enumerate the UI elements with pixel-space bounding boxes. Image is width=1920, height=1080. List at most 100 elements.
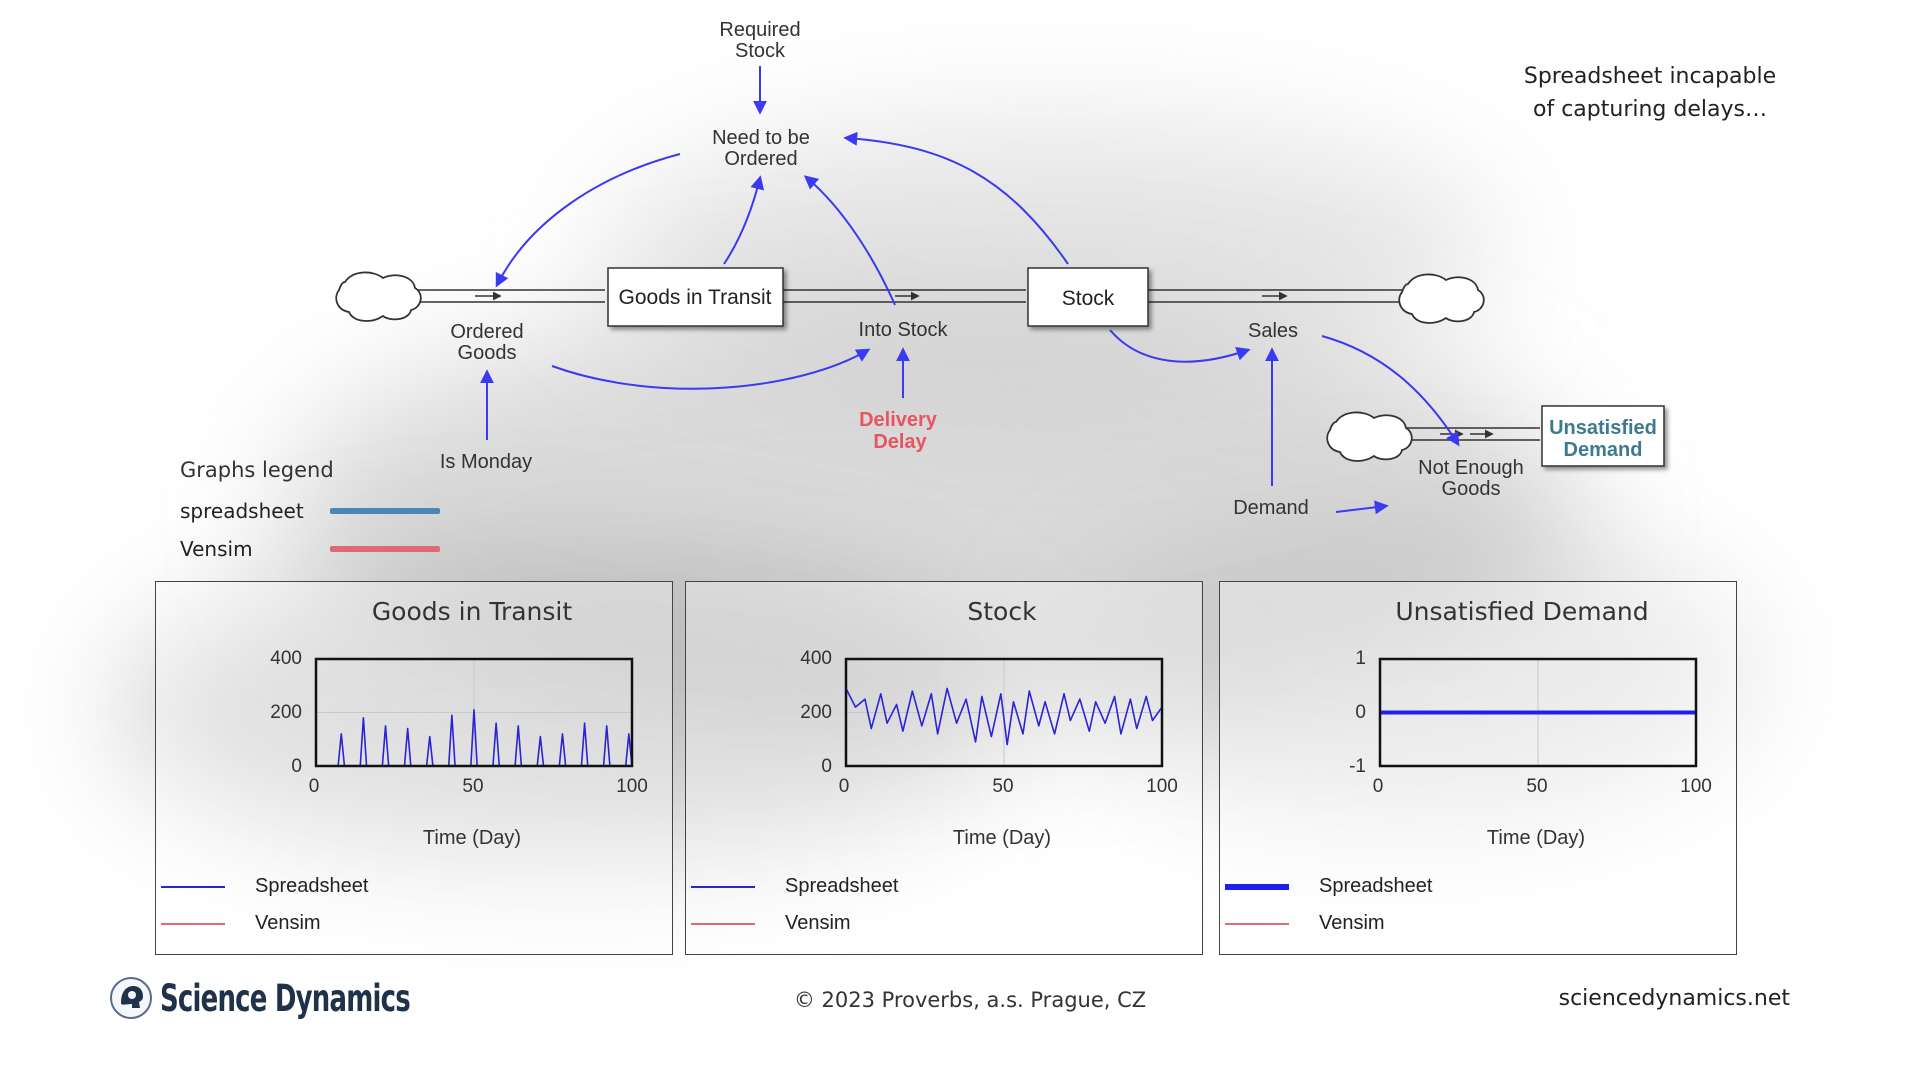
plot-area [844,657,1164,768]
delay-note: Spreadsheet incapable of capturing delay… [1470,60,1830,126]
logo-head-icon [110,977,152,1019]
chart-title: Unsatisfied Demand [1395,597,1648,626]
link-goods-in-transit-to-need [723,175,765,265]
x-tick-label: 0 [309,776,320,797]
y-tick-label: 400 [800,648,832,669]
chart-legend-item: Spreadsheet [161,868,561,905]
chart-legend: Spreadsheet Vensim [1225,868,1625,942]
is-monday-label: Is Monday [440,451,532,473]
graphs-legend-item: Vensim [180,530,480,568]
link-need-to-ordered-goods [495,153,681,288]
copyright: © 2023 Proverbs, a.s. Prague, CZ [793,988,1147,1012]
flow-pipe-sales [1148,289,1405,303]
stock-label: Stock [1062,287,1115,310]
link-demand-to-not-enough-goods [1335,500,1389,515]
delivery-delay-label-line1: Delivery [859,409,938,431]
legend-line-spreadsheet [691,885,755,888]
flow-pipe-into-stock [780,289,1026,303]
flow-pipe-ordered-goods [405,289,605,303]
plot-area [314,657,634,768]
x-tick-label: 100 [1146,776,1178,797]
graphs-legend-item: spreadsheet [180,492,480,530]
chart-svg: Stock 400 200 0 0 50 100 Time (Day) [800,597,1178,849]
chart-svg: Goods in Transit 400 200 0 0 50 100 Time… [270,597,648,849]
link-sales-to-not-enough-goods [1321,335,1460,447]
unsatisfied-demand-label-line2: Demand [1564,439,1643,461]
y-tick-label: 0 [1355,702,1366,723]
chart-legend-item: Vensim [691,905,1091,942]
stock-stock: Stock [1027,267,1149,327]
chart-title: Stock [967,597,1037,626]
y-tick-label: 0 [821,756,832,777]
x-axis-label: Time (Day) [1487,827,1585,849]
y-tick-label: 1 [1355,648,1366,669]
y-tick-label: 200 [800,702,832,723]
legend-spreadsheet-swatch [330,508,440,514]
cloud-source-icon [335,271,422,322]
note-bold: incapable [1669,64,1777,89]
goods-in-transit-label: Goods in Transit [619,286,772,309]
not-enough-goods-label-line1: Not Enough [1418,457,1524,479]
chart-legend-item: Vensim [161,905,561,942]
chart-svg: Unsatisfied Demand 1 0 -1 0 50 100 Time … [1349,597,1712,849]
x-tick-label: 100 [616,776,648,797]
graphs-legend: Graphs legend spreadsheet Vensim [180,458,480,568]
note-line2: of capturing delays… [1533,97,1767,122]
cloud-sink-icon [1398,273,1485,324]
link-stock-to-sales [1109,329,1251,363]
x-tick-label: 100 [1680,776,1712,797]
chart-legend-item: Vensim [1225,905,1625,942]
science-dynamics-logo: Science Dynamics [108,975,480,1021]
legend-line-spreadsheet [161,885,225,888]
chart-title: Goods in Transit [372,597,573,626]
y-tick-label: 400 [270,648,302,669]
legend-line-vensim [1225,922,1289,925]
x-axis-label: Time (Day) [423,827,521,849]
legend-label: Vensim [785,912,851,934]
plot-frame [844,657,1164,768]
need-to-be-ordered-label-line2: Ordered [724,148,797,170]
y-tick-label: 0 [291,756,302,777]
ordered-goods-label-line1: Ordered [450,321,523,343]
series-line-spreadsheet [845,687,1163,746]
y-tick-label: 200 [270,702,302,723]
y-tick-label: -1 [1349,756,1366,777]
required-stock-label-line2: Stock [735,40,786,62]
plot-frame [314,657,634,768]
unsatisfied-demand-label-line1: Unsatisfied [1549,417,1657,439]
link-stock-to-need [843,131,1069,265]
graphs-legend-title: Graphs legend [180,458,334,482]
legend-label: Spreadsheet [785,875,899,897]
plot-frame [1378,657,1698,768]
x-axis-label: Time (Day) [953,827,1051,849]
chart-legend: Spreadsheet Vensim [691,868,1091,942]
x-tick-label: 50 [992,776,1013,797]
website-link[interactable]: sciencedynamics.net [1558,986,1790,1011]
x-tick-label: 0 [1373,776,1384,797]
chart-panel-goods-in-transit: Goods in Transit 400 200 0 0 50 100 Time… [155,581,673,955]
legend-label: Spreadsheet [1319,875,1433,897]
legend-label: Vensim [255,912,321,934]
legend-label: Spreadsheet [255,875,369,897]
logo-text: Science Dynamics [160,976,411,1020]
not-enough-goods-label-line2: Goods [1442,478,1501,500]
legend-line-spreadsheet [1225,883,1289,890]
x-tick-label: 0 [839,776,850,797]
note-prefix: Spreadsheet [1523,64,1670,89]
plot-area [1378,657,1698,768]
stock-unsatisfied-demand: Unsatisfied Demand [1541,405,1665,467]
cloud-source-icon [1326,411,1413,462]
demand-label: Demand [1233,497,1309,519]
sales-label: Sales [1248,320,1298,342]
chart-legend-item: Spreadsheet [691,868,1091,905]
stock-goods-in-transit: Goods in Transit [607,267,784,327]
legend-label: Vensim [1319,912,1385,934]
need-to-be-ordered-label-line1: Need to be [712,127,810,149]
legend-line-vensim [691,922,755,925]
chart-legend: Spreadsheet Vensim [161,868,561,942]
legend-line-vensim [161,922,225,925]
chart-panel-unsatisfied-demand: Unsatisfied Demand 1 0 -1 0 50 100 Time … [1219,581,1737,955]
chart-panel-stock: Stock 400 200 0 0 50 100 Time (Day) Spre… [685,581,1203,955]
